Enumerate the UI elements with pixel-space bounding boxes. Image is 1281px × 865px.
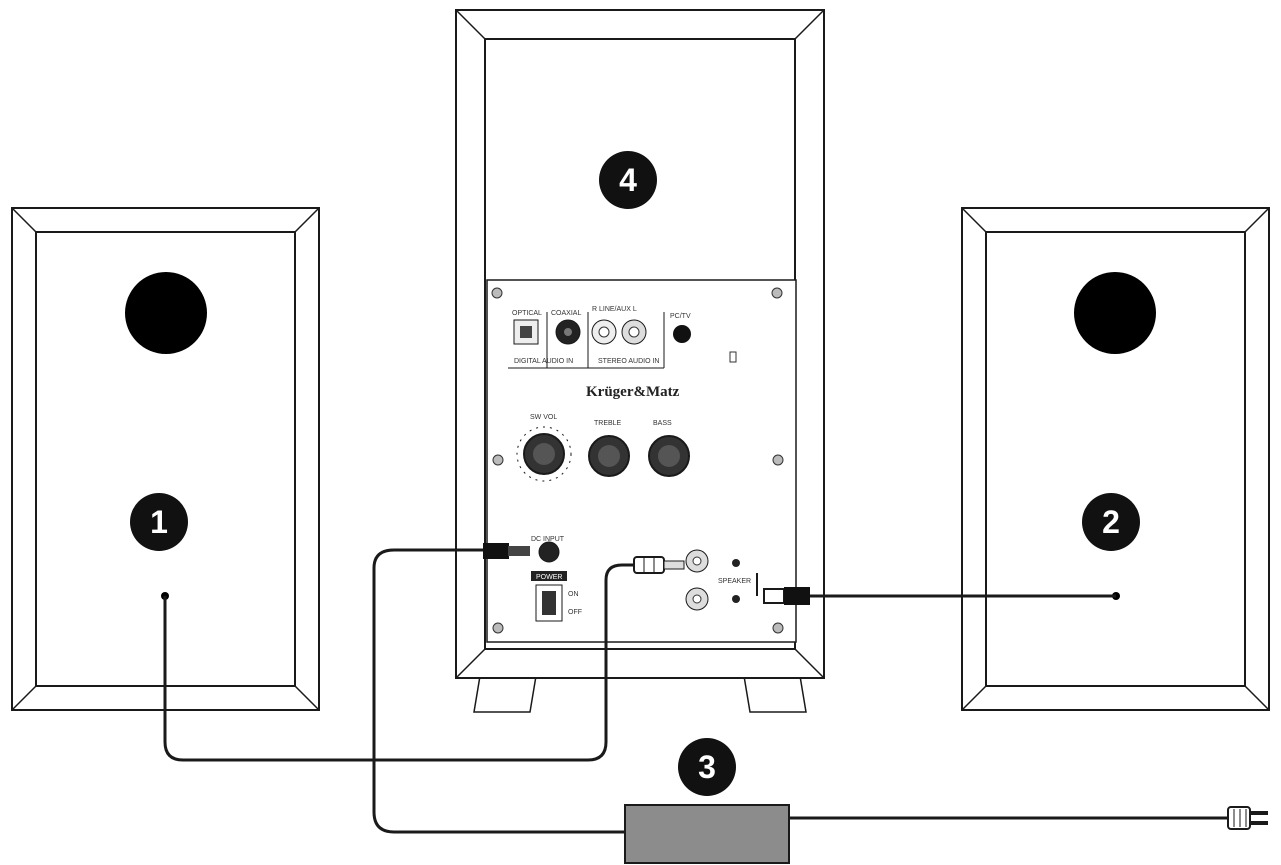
badge-right-speaker: 2 [1082, 493, 1140, 551]
brand-logo-text: Krüger&Matz [586, 384, 680, 400]
badge-subwoofer: 4 [599, 151, 657, 209]
screw [772, 454, 784, 466]
cables [163, 548, 1230, 834]
screw [492, 622, 504, 634]
coaxial-label: COAXIAL [551, 310, 581, 317]
svg-text:1: 1 [150, 504, 168, 540]
indicator-icon [729, 351, 737, 363]
left-speaker-cable [163, 563, 636, 762]
badge-power-adapter: 3 [678, 738, 736, 796]
power-label: POWER [536, 574, 562, 581]
badge-left-speaker: 1 [130, 493, 188, 551]
screw [491, 287, 503, 299]
dc-plug [483, 543, 509, 559]
rca-plug-left [633, 556, 665, 574]
power-label-bg [531, 571, 567, 581]
bass-label: BASS [653, 420, 672, 427]
sw-vol-label: SW VOL [530, 414, 557, 421]
optical-label: OPTICAL [512, 310, 542, 317]
power-adapter [624, 804, 790, 864]
dc-plug-tip [508, 546, 530, 556]
treble-label: TREBLE [594, 420, 622, 427]
screw [492, 454, 504, 466]
pc-tv-jack[interactable] [673, 325, 691, 343]
right-speaker [961, 207, 1270, 711]
svg-text:3: 3 [698, 749, 716, 785]
subwoofer: OPTICAL COAXIAL R LINE/AUX L PC/TV DIGIT… [455, 9, 825, 713]
svg-text:2: 2 [1102, 504, 1120, 540]
power-on-label: ON [568, 591, 579, 598]
digital-audio-in-label: DIGITAL AUDIO IN [514, 358, 573, 365]
rca-plug-right [763, 588, 785, 604]
dc-cable [372, 548, 625, 834]
stereo-audio-in-label: STEREO AUDIO IN [598, 358, 659, 365]
mains-plug-icon [1227, 806, 1268, 830]
power-off-label: OFF [568, 609, 582, 616]
svg-text:4: 4 [619, 162, 637, 198]
subwoofer-foot-right [743, 675, 807, 713]
subwoofer-foot-left [473, 675, 537, 713]
pc-tv-label: PC/TV [670, 313, 691, 320]
right-tweeter [1074, 272, 1156, 354]
screw [771, 287, 783, 299]
rear-panel: OPTICAL COAXIAL R LINE/AUX L PC/TV DIGIT… [486, 279, 797, 643]
dc-input-jack[interactable] [538, 541, 560, 563]
dc-input-label: DC INPUT [531, 536, 565, 543]
optical-port[interactable] [513, 319, 539, 345]
speaker-label: SPEAKER [718, 578, 751, 585]
screw [772, 622, 784, 634]
line-aux-label: R LINE/AUX L [592, 306, 637, 313]
left-tweeter [125, 272, 207, 354]
